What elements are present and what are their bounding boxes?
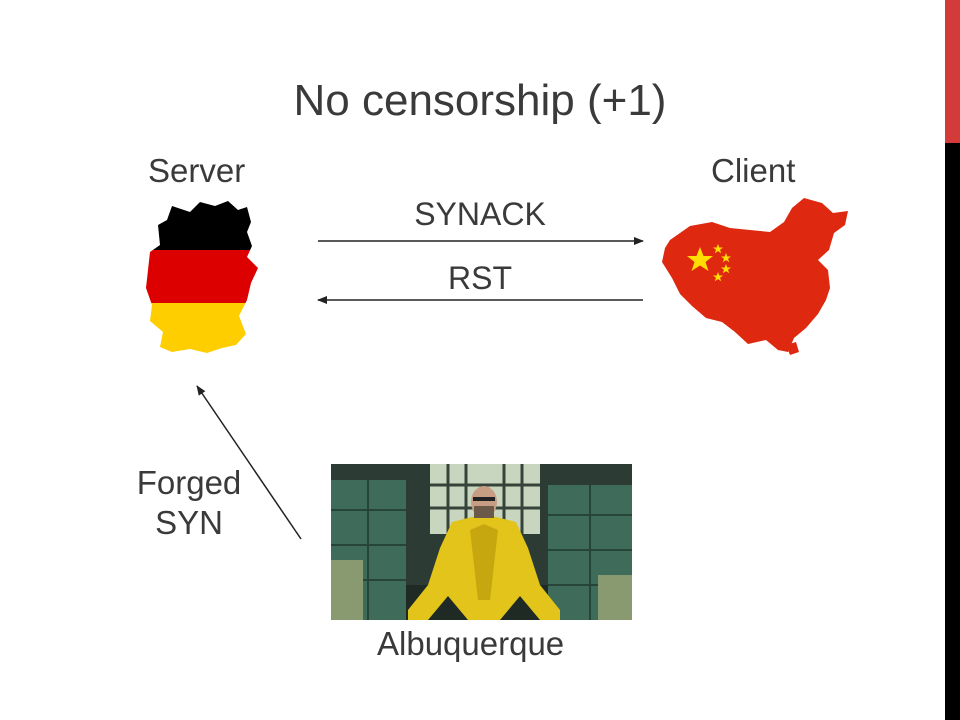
china-stars (687, 244, 731, 282)
forged-syn-label: Forged SYN (130, 463, 248, 543)
server-label: Server (148, 152, 246, 189)
slide-accent-bar (945, 0, 960, 143)
china-map-icon (662, 198, 848, 355)
albuquerque-photo (331, 464, 632, 620)
slide-title: No censorship (+1) (293, 76, 667, 125)
slide-side-bar (945, 0, 960, 720)
forged-label-line1: Forged (136, 464, 242, 501)
photo-caption: Albuquerque (377, 625, 565, 662)
rst-label: RST (448, 260, 512, 296)
germany-map-icon (146, 201, 258, 353)
forged-label-line2: SYN (155, 504, 223, 541)
forged-syn-arrow (196, 385, 302, 540)
client-label: Client (711, 152, 796, 189)
synack-label: SYNACK (414, 196, 546, 232)
